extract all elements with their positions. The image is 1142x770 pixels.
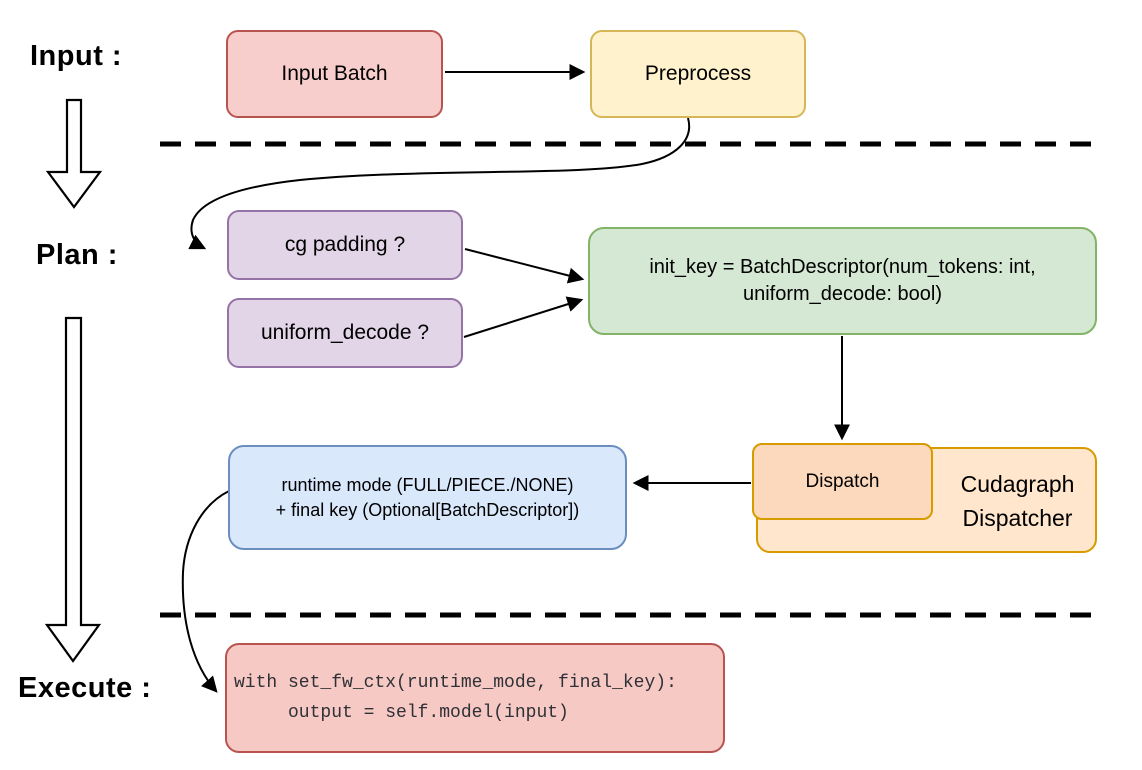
cudagraph-line1: Cudagraph bbox=[960, 471, 1075, 497]
node-runtime-mode: runtime mode (FULL/PIECE./NONE) + final … bbox=[228, 445, 627, 550]
init-key-line1: init_key = BatchDescriptor(num_tokens: i… bbox=[649, 256, 1036, 278]
down-arrow-icon-input-to-plan bbox=[45, 98, 103, 209]
stage-label-input: Input : bbox=[30, 40, 123, 72]
stage-label-execute: Execute : bbox=[18, 672, 152, 704]
node-execute-code: with set_fw_ctx(runtime_mode, final_key)… bbox=[225, 643, 725, 753]
down-arrow-icon-plan-to-execute bbox=[44, 316, 102, 663]
node-dispatch: Dispatch bbox=[752, 443, 933, 520]
node-init-key: init_key = BatchDescriptor(num_tokens: i… bbox=[588, 227, 1097, 335]
node-uniform-decode: uniform_decode ? bbox=[227, 298, 463, 368]
stage-label-plan: Plan : bbox=[36, 239, 118, 271]
node-cg-padding: cg padding ? bbox=[227, 210, 463, 280]
execute-code-line1: with set_fw_ctx(runtime_mode, final_key)… bbox=[234, 673, 677, 693]
init-key-line2: uniform_decode: bool) bbox=[742, 283, 942, 305]
arrow-runtimemode-to-execute bbox=[181, 490, 230, 693]
node-preprocess: Preprocess bbox=[590, 30, 806, 118]
runtime-mode-line2: + final key (Optional[BatchDescriptor]) bbox=[275, 499, 580, 520]
arrow-preprocess-to-cgpadding bbox=[188, 117, 691, 250]
arrow-cgpadding-to-initkey bbox=[464, 248, 585, 284]
cudagraph-dispatcher-label: Cudagraph Dispatcher bbox=[935, 459, 1100, 543]
runtime-mode-line1: runtime mode (FULL/PIECE./NONE) bbox=[281, 475, 574, 496]
node-input-batch: Input Batch bbox=[226, 30, 443, 118]
arrow-uniformdecode-to-initkey bbox=[463, 296, 584, 338]
execute-code-line2: output = self.model(input) bbox=[234, 703, 569, 723]
cudagraph-line2: Dispatcher bbox=[962, 505, 1073, 531]
